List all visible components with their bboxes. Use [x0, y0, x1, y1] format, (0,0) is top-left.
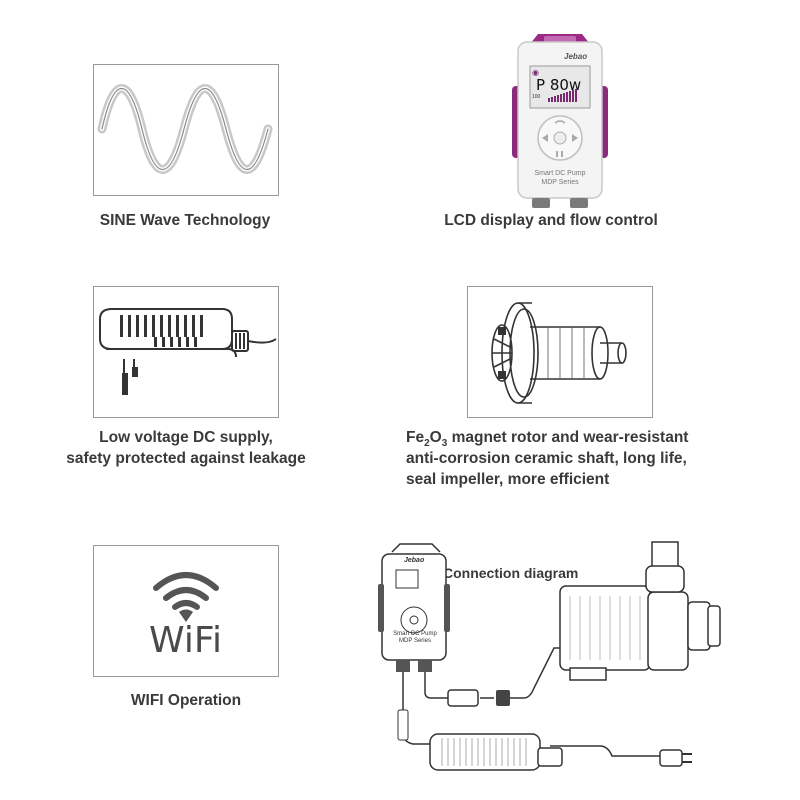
- power-caption-line2: safety protected against leakage: [66, 450, 306, 467]
- rotor-caption-line1: Fe2O3 magnet rotor and wear-resistant: [406, 429, 689, 450]
- connection-label-line1: Smart DC Pump: [393, 631, 437, 637]
- sine-wave-panel: [93, 64, 279, 196]
- power-adapter-icon: [99, 308, 277, 395]
- controller-brand-logo: Jebao: [564, 52, 588, 61]
- wifi-logo-text: WiFi: [149, 620, 222, 661]
- wifi-icon: [153, 572, 219, 622]
- rotor-caption-line2: anti-corrosion ceramic shaft, long life,: [406, 450, 687, 467]
- wifi-panel: WiFi: [93, 545, 279, 677]
- sine-caption: SINE Wave Technology: [99, 212, 271, 229]
- wifi-caption: WIFI Operation: [130, 692, 242, 709]
- controller-screen-small: 100: [532, 94, 541, 100]
- controller-screen-text: P 80w: [536, 76, 582, 94]
- connection-diagram: [378, 541, 721, 771]
- rotor-caption-line3: seal impeller, more efficient: [406, 471, 610, 488]
- connection-title: Connection diagram: [443, 565, 579, 581]
- rotor-panel: [467, 286, 653, 418]
- controller-label-line2: MDP Series: [541, 179, 579, 186]
- controller-label-line1: Smart DC Pump: [534, 170, 586, 177]
- controller-product-image: Jebao ◉ P 80w 100 Smart DC Pump MDP Seri…: [508, 30, 612, 210]
- wifi-status-icon: ◉: [532, 68, 539, 77]
- connection-brand-logo: Jebao: [404, 557, 425, 564]
- power-adapter-panel: [93, 286, 279, 418]
- connection-label-line2: MDP Series: [399, 638, 431, 644]
- controller-outline: [378, 543, 450, 672]
- power-caption-line1: Low voltage DC supply,: [99, 429, 273, 446]
- magnet-rotor-icon: [491, 302, 627, 404]
- sine-wave-icon: [97, 84, 273, 174]
- lcd-caption: LCD display and flow control: [444, 212, 658, 229]
